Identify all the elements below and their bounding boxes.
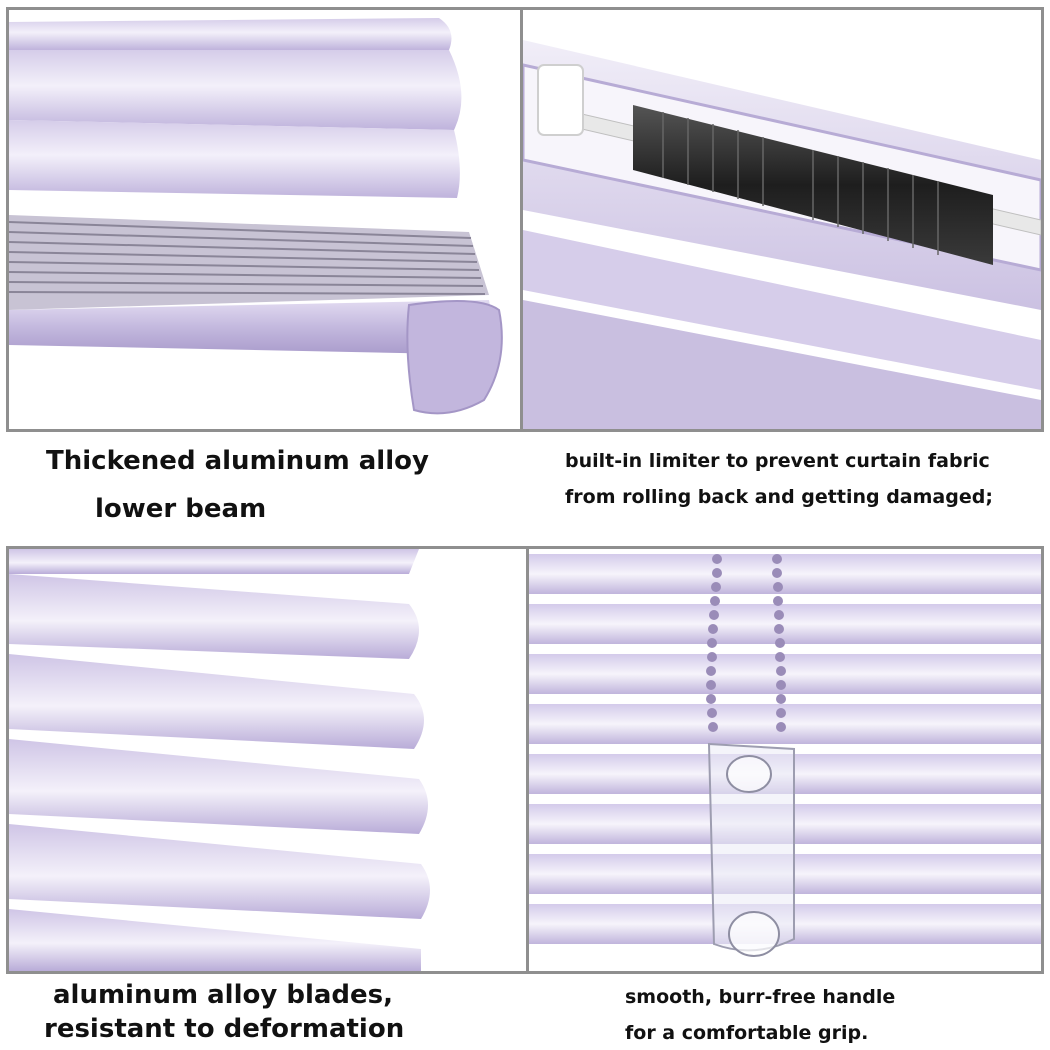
limiter-illustration <box>523 10 1041 429</box>
handle-caption-line1: smooth, burr-free handle <box>625 986 896 1008</box>
handle-photo <box>526 546 1044 974</box>
handle-caption-line2: for a comfortable grip. <box>625 1022 869 1044</box>
lower-beam-illustration <box>9 10 521 429</box>
blades-caption-line2: resistant to deformation <box>44 1014 405 1044</box>
limiter-caption-line2: from rolling back and getting damaged; <box>565 486 993 508</box>
blades-illustration <box>9 549 527 971</box>
lower-beam-photo <box>6 7 524 432</box>
blades-caption-line1: aluminum alloy blades, <box>53 980 394 1010</box>
lower-beam-caption-line1: Thickened aluminum alloy <box>46 446 429 476</box>
limiter-caption-line1: built-in limiter to prevent curtain fabr… <box>565 450 990 472</box>
lower-beam-caption-line2: lower beam <box>95 494 267 524</box>
limiter-photo <box>520 7 1044 432</box>
blades-photo <box>6 546 530 974</box>
handle-illustration <box>529 549 1041 971</box>
